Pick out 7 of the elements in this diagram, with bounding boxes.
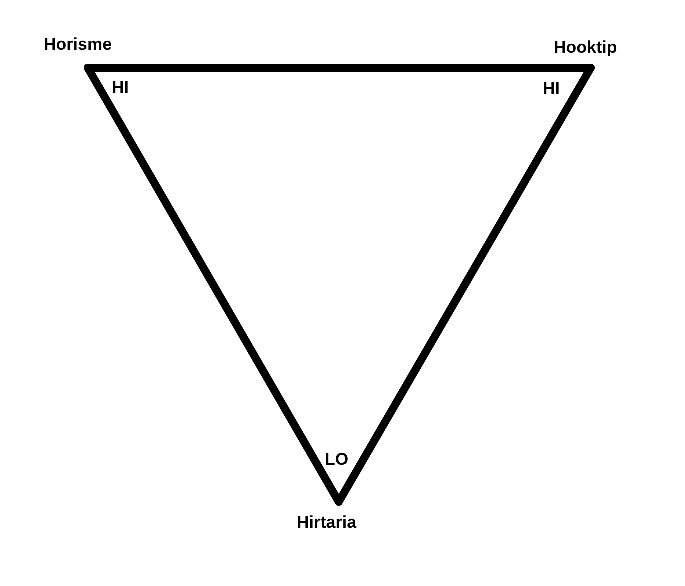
vertex-label: Hooktip <box>554 39 618 57</box>
vertex-label: Horisme <box>44 36 112 54</box>
angle-label: LO <box>325 451 349 469</box>
vertex-label: Hirtaria <box>297 514 357 532</box>
triangle-side <box>84 64 343 506</box>
angle-label: HI <box>543 80 560 98</box>
angle-label: HI <box>112 79 129 97</box>
